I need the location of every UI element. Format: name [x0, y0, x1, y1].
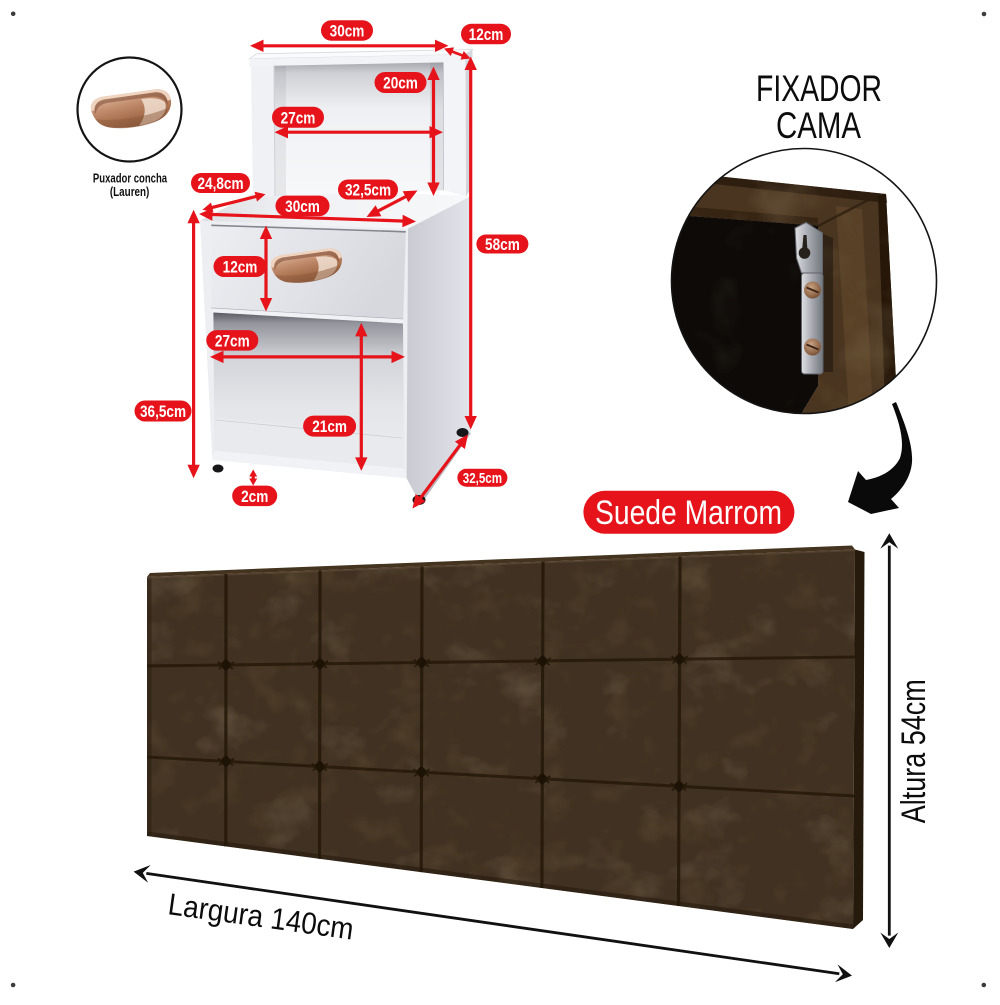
svg-text:(Lauren): (Lauren)	[110, 186, 150, 199]
svg-text:58cm: 58cm	[485, 236, 520, 255]
svg-text:30cm: 30cm	[330, 22, 365, 41]
svg-text:CAMA: CAMA	[776, 105, 861, 147]
svg-text:Altura 54cm: Altura 54cm	[894, 679, 933, 823]
svg-text:20cm: 20cm	[383, 74, 418, 93]
svg-text:Puxador concha: Puxador concha	[93, 172, 168, 185]
svg-text:21cm: 21cm	[312, 418, 347, 437]
svg-text:32,5cm: 32,5cm	[345, 181, 391, 200]
svg-text:Suede Marrom: Suede Marrom	[595, 492, 782, 531]
svg-text:30cm: 30cm	[285, 197, 320, 216]
svg-text:32,5cm: 32,5cm	[463, 470, 502, 487]
svg-text:27cm: 27cm	[215, 332, 250, 351]
svg-text:2cm: 2cm	[241, 487, 268, 506]
svg-text:12cm: 12cm	[223, 258, 258, 277]
svg-text:36,5cm: 36,5cm	[140, 403, 186, 422]
svg-text:12cm: 12cm	[469, 26, 504, 45]
svg-text:27cm: 27cm	[281, 109, 316, 128]
svg-text:24,8cm: 24,8cm	[197, 175, 243, 194]
